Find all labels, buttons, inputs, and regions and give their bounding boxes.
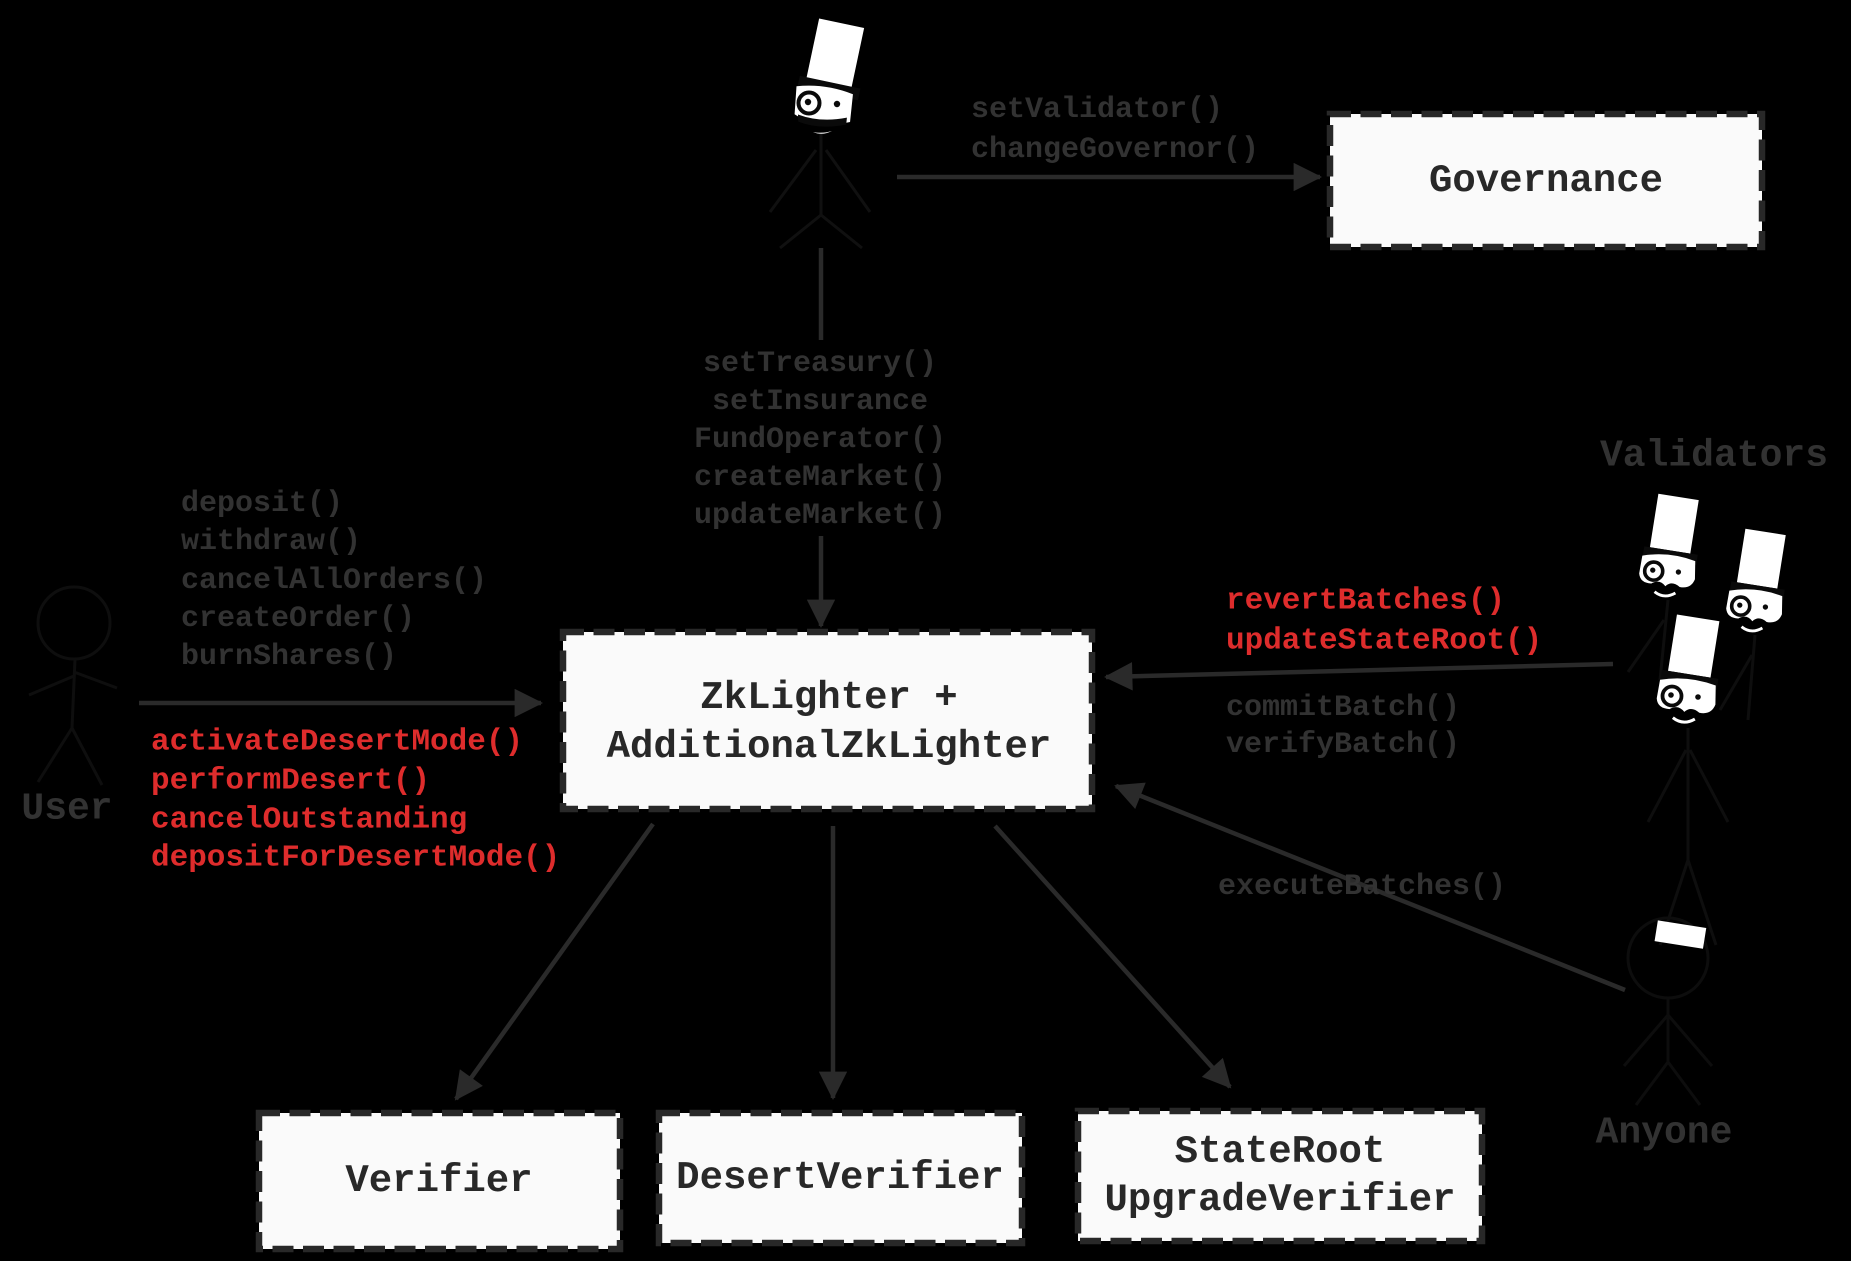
svg-text:performDesert(): performDesert() xyxy=(151,764,430,799)
svg-text:cancelAllOrders(): cancelAllOrders() xyxy=(181,564,487,598)
svg-text:createOrder(): createOrder() xyxy=(181,602,415,636)
svg-text:executeBatches(): executeBatches() xyxy=(1218,870,1506,904)
svg-text:DesertVerifier: DesertVerifier xyxy=(676,1156,1004,1200)
svg-text:Governance: Governance xyxy=(1429,159,1663,203)
svg-text:setTreasury(): setTreasury() xyxy=(703,347,937,381)
svg-text:updateMarket(): updateMarket() xyxy=(694,499,946,533)
svg-text:Verifier: Verifier xyxy=(345,1159,532,1203)
svg-text:UpgradeVerifier: UpgradeVerifier xyxy=(1104,1178,1455,1222)
svg-text:deposit(): deposit() xyxy=(181,487,343,521)
svg-text:activateDesertMode(): activateDesertMode() xyxy=(151,725,523,760)
svg-text:verifyBatch(): verifyBatch() xyxy=(1226,728,1460,762)
svg-text:setInsurance: setInsurance xyxy=(712,385,928,419)
svg-text:User: User xyxy=(21,788,112,831)
svg-text:FundOperator(): FundOperator() xyxy=(694,423,946,457)
svg-text:burnShares(): burnShares() xyxy=(181,640,397,674)
svg-text:Validators: Validators xyxy=(1600,435,1828,478)
svg-text:cancelOutstanding: cancelOutstanding xyxy=(151,803,467,838)
svg-text:depositForDesertMode(): depositForDesertMode() xyxy=(151,841,560,876)
svg-text:revertBatches(): revertBatches() xyxy=(1226,584,1505,619)
svg-text:commitBatch(): commitBatch() xyxy=(1226,691,1460,725)
svg-text:StateRoot: StateRoot xyxy=(1175,1130,1386,1174)
svg-text:setValidator(): setValidator() xyxy=(971,93,1223,127)
svg-text:Anyone: Anyone xyxy=(1596,1112,1733,1155)
svg-text:changeGovernor(): changeGovernor() xyxy=(971,133,1259,167)
svg-text:updateStateRoot(): updateStateRoot() xyxy=(1226,624,1542,659)
svg-text:ZkLighter +: ZkLighter + xyxy=(700,676,957,720)
svg-text:AdditionalZkLighter: AdditionalZkLighter xyxy=(607,725,1052,769)
svg-text:createMarket(): createMarket() xyxy=(694,461,946,495)
svg-text:withdraw(): withdraw() xyxy=(181,525,361,559)
